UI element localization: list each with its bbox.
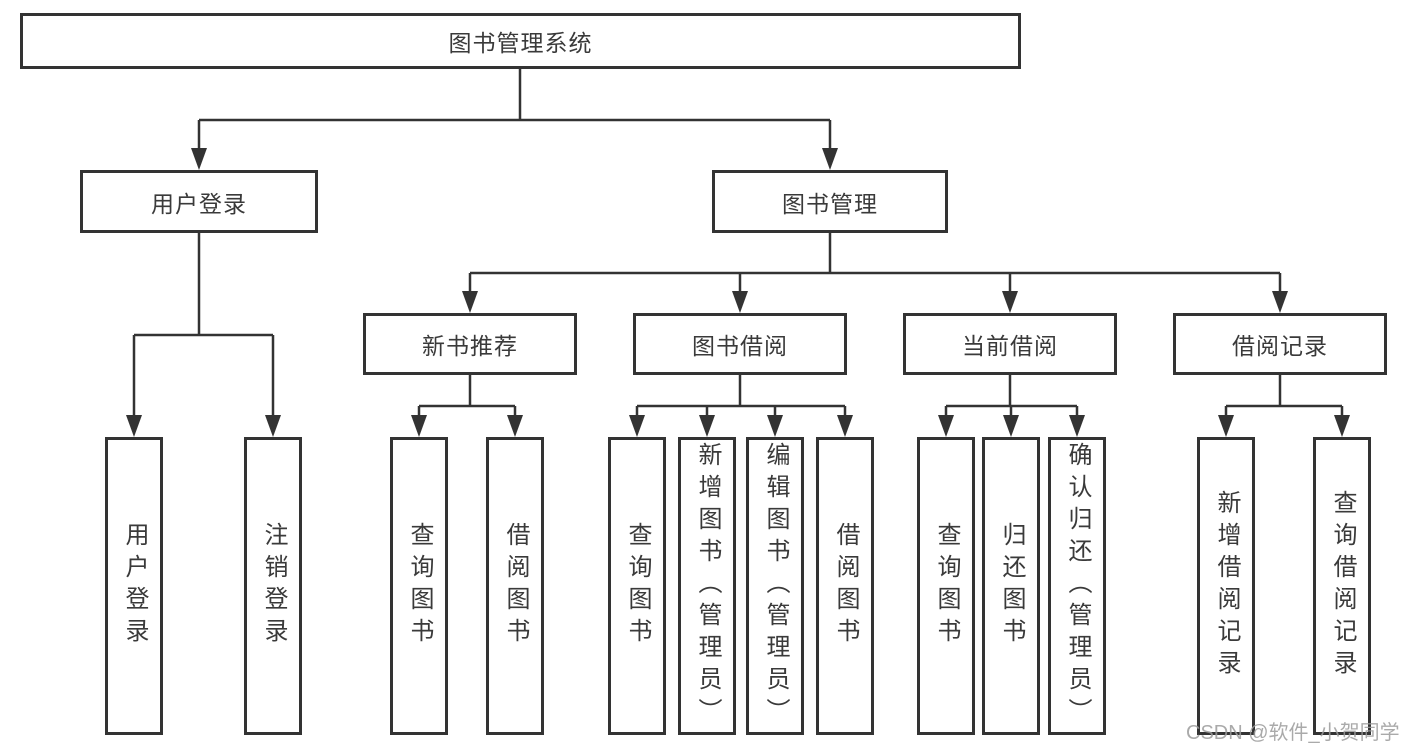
connector-borrow-record-to-leaves bbox=[1224, 375, 1344, 417]
node-label: 用户登录 bbox=[151, 190, 247, 217]
leaf-rec-borrow-books: 借阅图书 bbox=[486, 437, 544, 735]
arrowheads bbox=[126, 148, 1350, 437]
node-label: 借阅记录 bbox=[1232, 333, 1328, 359]
node-label: 编辑图书（管理员） bbox=[762, 442, 789, 730]
node-label: 图书管理系统 bbox=[448, 30, 593, 56]
node-book-borrow: 图书借阅 bbox=[633, 313, 847, 375]
leaf-current-return-books: 归还图书 bbox=[982, 437, 1040, 735]
arrow-down-icon bbox=[1003, 415, 1019, 437]
leaf-rec-query-books: 查询图书 bbox=[390, 437, 448, 735]
node-label: 借阅图书 bbox=[502, 522, 529, 650]
arrow-down-icon bbox=[411, 415, 427, 437]
node-label: 新增图书（管理员） bbox=[694, 442, 721, 730]
leaf-borrow-edit-books-admin: 编辑图书（管理员） bbox=[746, 437, 804, 735]
arrow-down-icon bbox=[629, 415, 645, 437]
leaf-current-confirm-return-admin: 确认归还（管理员） bbox=[1048, 437, 1106, 735]
arrow-down-icon bbox=[462, 291, 478, 313]
arrow-down-icon bbox=[1218, 415, 1234, 437]
node-label: 图书借阅 bbox=[692, 333, 788, 359]
arrow-down-icon bbox=[699, 415, 715, 437]
node-book-management-branch: 图书管理 bbox=[712, 170, 948, 233]
node-label: 归还图书 bbox=[998, 522, 1025, 650]
arrow-down-icon bbox=[507, 415, 523, 437]
arrow-down-icon bbox=[837, 415, 853, 437]
node-label: 用户登录 bbox=[121, 522, 148, 650]
node-label: 查询图书 bbox=[624, 522, 651, 650]
node-label: 确认归还（管理员） bbox=[1064, 442, 1091, 730]
leaf-current-query-books: 查询图书 bbox=[917, 437, 975, 735]
leaf-record-query-borrow-record: 查询借阅记录 bbox=[1313, 437, 1371, 735]
leaf-borrow-add-books-admin: 新增图书（管理员） bbox=[678, 437, 736, 735]
node-label: 当前借阅 bbox=[962, 333, 1058, 359]
leaf-record-add-borrow-record: 新增借阅记录 bbox=[1197, 437, 1255, 735]
node-label: 查询借阅记录 bbox=[1329, 490, 1356, 682]
node-borrow-record: 借阅记录 bbox=[1173, 313, 1387, 375]
leaf-user-login: 用户登录 bbox=[105, 437, 163, 735]
arrow-down-icon bbox=[126, 415, 142, 437]
node-user-login-branch: 用户登录 bbox=[80, 170, 318, 233]
arrow-down-icon bbox=[1069, 415, 1085, 437]
connector-root-to-branches bbox=[197, 68, 832, 150]
node-label: 借阅图书 bbox=[832, 522, 859, 650]
node-label: 注销登录 bbox=[260, 522, 287, 650]
node-label: 查询图书 bbox=[406, 522, 433, 650]
node-current-borrow: 当前借阅 bbox=[903, 313, 1117, 375]
node-label: 图书管理 bbox=[782, 190, 878, 217]
arrow-down-icon bbox=[732, 291, 748, 313]
node-label: 查询图书 bbox=[933, 522, 960, 650]
arrow-down-icon bbox=[767, 415, 783, 437]
node-new-book-recommend: 新书推荐 bbox=[363, 313, 577, 375]
connector-book-mgmt-to-modules bbox=[468, 233, 1282, 293]
node-label: 新增借阅记录 bbox=[1213, 490, 1240, 682]
connector-new-book-rec-to-leaves bbox=[417, 375, 517, 417]
arrow-down-icon bbox=[1002, 291, 1018, 313]
connector-current-borrow-to-leaves bbox=[944, 375, 1079, 417]
arrow-down-icon bbox=[938, 415, 954, 437]
arrow-down-icon bbox=[191, 148, 207, 170]
arrow-down-icon bbox=[265, 415, 281, 437]
node-label: 新书推荐 bbox=[422, 333, 518, 359]
connector-user-login-to-leaves bbox=[132, 233, 275, 417]
arrow-down-icon bbox=[822, 148, 838, 170]
csdn-watermark: CSDN @软件_小贺同学 bbox=[1186, 722, 1400, 744]
leaf-borrow-query-books: 查询图书 bbox=[608, 437, 666, 735]
leaf-logout: 注销登录 bbox=[244, 437, 302, 735]
arrow-down-icon bbox=[1272, 291, 1288, 313]
connector-book-borrow-to-leaves bbox=[635, 375, 847, 417]
arrow-down-icon bbox=[1334, 415, 1350, 437]
node-root-system: 图书管理系统 bbox=[20, 13, 1021, 69]
leaf-borrow-borrow-books: 借阅图书 bbox=[816, 437, 874, 735]
